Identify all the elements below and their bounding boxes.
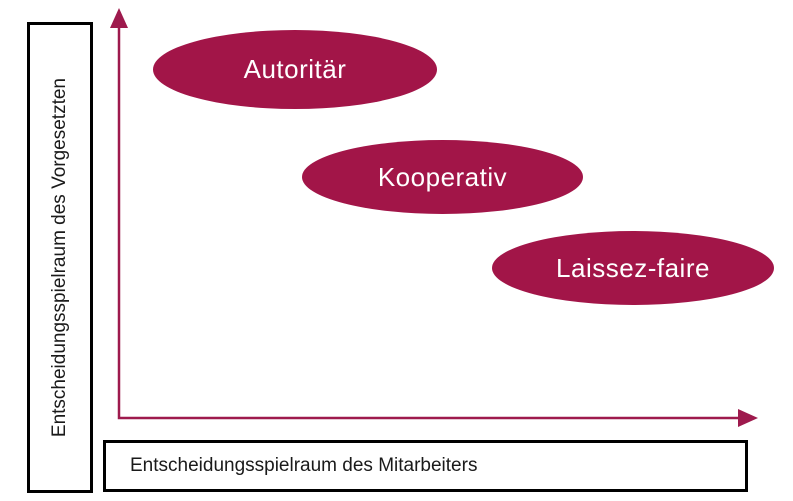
x-axis-arrow-icon bbox=[738, 409, 758, 427]
y-axis-label-box: Entscheidungsspielraum des Vorgesetzten bbox=[27, 22, 93, 493]
y-axis-arrow-icon bbox=[110, 8, 128, 28]
ellipse-label: Kooperativ bbox=[377, 161, 508, 192]
ellipse-label: Autoritär bbox=[243, 54, 347, 84]
ellipse-label: Laissez-faire bbox=[556, 252, 710, 283]
y-axis-label: Entscheidungsspielraum des Vorgesetzten bbox=[49, 77, 71, 438]
x-axis-label: Entscheidungsspielraum des Mitarbeiters bbox=[130, 455, 478, 477]
ellipse-laissez-faire: Laissez-faire bbox=[492, 231, 774, 305]
ellipse-autoritaer: Autoritär bbox=[153, 30, 437, 109]
ellipse-kooperativ: Kooperativ bbox=[302, 140, 583, 214]
x-axis-label-box: Entscheidungsspielraum des Mitarbeiters bbox=[103, 440, 748, 492]
